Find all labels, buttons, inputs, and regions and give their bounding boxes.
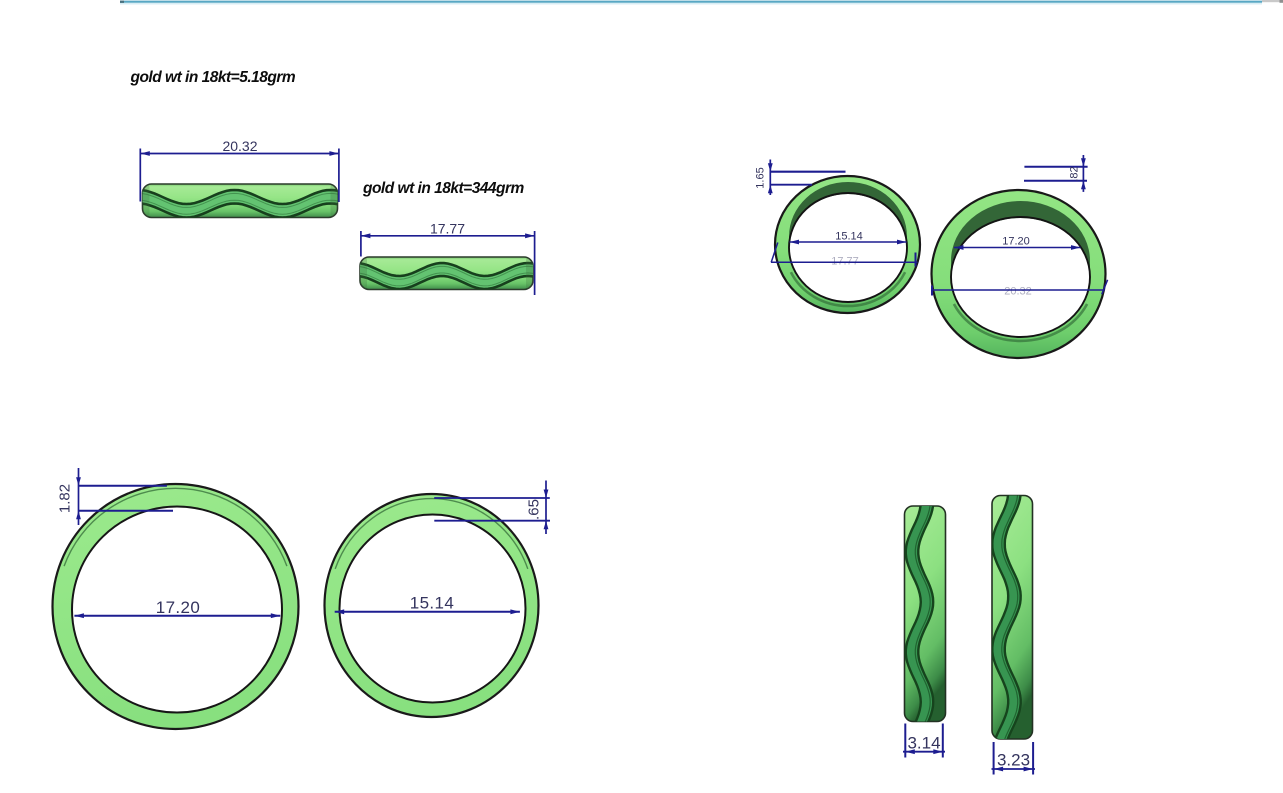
svg-text:20.32: 20.32 [1004, 286, 1032, 298]
svg-text:17.77: 17.77 [430, 221, 465, 237]
svg-text:3.23: 3.23 [997, 751, 1030, 770]
svg-text:gold wt in 18kt=5.18grm: gold wt in 18kt=5.18grm [130, 69, 296, 86]
svg-text:1.65: 1.65 [755, 167, 767, 188]
svg-text:3.14: 3.14 [907, 734, 940, 753]
svg-text:.65: .65 [526, 499, 543, 520]
svg-text:15.14: 15.14 [835, 231, 863, 243]
svg-text:.82: .82 [1069, 166, 1081, 181]
svg-text:15.14: 15.14 [410, 594, 455, 613]
svg-text:gold wt in 18kt=344grm: gold wt in 18kt=344grm [362, 180, 525, 197]
svg-text:1.82: 1.82 [57, 484, 74, 513]
svg-text:17.20: 17.20 [1002, 236, 1030, 248]
svg-text:20.32: 20.32 [222, 138, 257, 154]
svg-text:17.20: 17.20 [156, 598, 201, 617]
svg-text:17.77: 17.77 [831, 256, 859, 268]
